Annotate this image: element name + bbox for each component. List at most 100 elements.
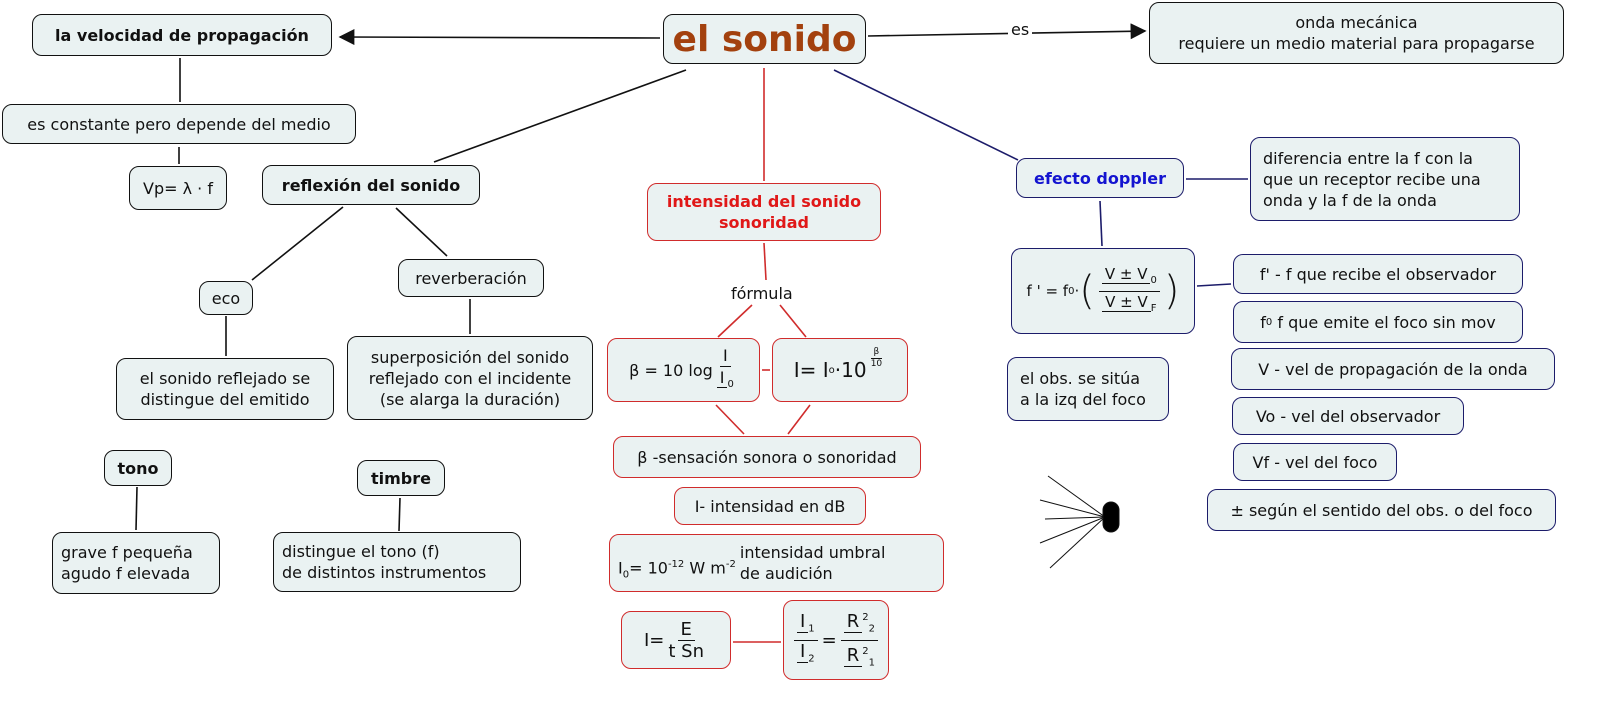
- node-tono[interactable]: tono: [104, 450, 172, 486]
- text: intensidad umbral: [739, 543, 886, 562]
- text: el obs. se sitúa: [1020, 369, 1141, 388]
- text: que un receptor recibe una: [1263, 169, 1481, 189]
- text: 10: [870, 359, 883, 369]
- paren: (: [1079, 267, 1095, 314]
- text: 1: [868, 657, 876, 669]
- node-timbre[interactable]: timbre: [357, 460, 445, 496]
- legend-fp[interactable]: f' - f que recibe el observador: [1233, 254, 1523, 294]
- text: E: [677, 619, 695, 641]
- legend-vo[interactable]: Vo - vel del observador: [1232, 397, 1464, 435]
- text: W m: [689, 558, 726, 578]
- text: sonoridad: [719, 213, 809, 232]
- text: onda y la f de la onda: [1263, 190, 1437, 210]
- text: R: [843, 610, 863, 633]
- node-timbre-desc[interactable]: distingue el tono (f) de distintos instru…: [273, 532, 521, 592]
- legend-pm[interactable]: ± según el sentido del obs. o del foco: [1207, 489, 1556, 531]
- text: 2: [862, 611, 869, 623]
- central-topic[interactable]: el sonido: [663, 14, 866, 64]
- text: V ± V: [1101, 264, 1151, 284]
- node-eco-desc[interactable]: el sonido reflejado se distingue del emit…: [116, 358, 334, 420]
- text: distingue el tono (f): [282, 542, 440, 561]
- text: (se alarga la duración): [379, 389, 561, 409]
- text: 0: [1265, 316, 1273, 328]
- text: f ' = f: [1026, 281, 1069, 300]
- paren: ): [1163, 267, 1180, 314]
- text: R: [843, 644, 863, 667]
- text: agudo f elevada: [61, 564, 191, 583]
- link-label-es: es: [1008, 20, 1033, 39]
- text: I= I: [793, 357, 829, 382]
- text: requiere un medio material para propagar…: [1178, 34, 1535, 53]
- node-intensidad[interactable]: intensidad del sonido sonoridad: [647, 183, 881, 241]
- text: ·10: [834, 357, 867, 382]
- text: distingue del emitido: [140, 390, 310, 409]
- node-reverberacion[interactable]: reverberación: [398, 259, 544, 297]
- node-onda[interactable]: onda mecánica requiere un medio material …: [1149, 2, 1564, 64]
- text: superposición del sonido: [370, 347, 570, 367]
- node-constante[interactable]: es constante pero depende del medio: [2, 104, 356, 144]
- node-sensacion[interactable]: β -sensación sonora o sonoridad: [613, 436, 921, 478]
- text: 2: [808, 653, 815, 665]
- text: onda mecánica: [1295, 13, 1418, 32]
- text: o: [828, 364, 835, 376]
- text: β = 10 log: [629, 360, 713, 380]
- text: 0: [1150, 274, 1157, 286]
- text: = 10: [629, 558, 668, 578]
- text: I=: [643, 629, 665, 651]
- text: V ± V: [1102, 292, 1151, 312]
- node-vp[interactable]: Vp= λ · f: [129, 166, 227, 210]
- legend-v[interactable]: V - vel de propagación de la onda: [1231, 348, 1555, 390]
- node-velocidad[interactable]: la velocidad de propagación: [32, 14, 332, 56]
- node-i-db[interactable]: I- intensidad en dB: [674, 487, 866, 525]
- text: I: [719, 345, 731, 367]
- text: 0: [1068, 285, 1075, 297]
- text: intensidad del sonido: [666, 192, 862, 211]
- text: 1: [808, 623, 815, 635]
- text: f: [1260, 312, 1266, 332]
- text: a la izq del foco: [1020, 390, 1146, 409]
- text: I: [618, 558, 623, 578]
- text: el sonido reflejado se: [139, 369, 311, 388]
- umbral-label: intensidad umbral de audición: [740, 542, 886, 584]
- speaker-icon: [1039, 475, 1120, 569]
- text: F: [1150, 302, 1157, 314]
- text: -2: [725, 559, 736, 571]
- node-doppler[interactable]: efecto doppler: [1016, 158, 1184, 198]
- text: I: [716, 367, 728, 388]
- text: de distintos instrumentos: [282, 563, 487, 582]
- umbral-formula: I0= 10-12 W m-2: [618, 554, 736, 586]
- text: β: [870, 347, 883, 359]
- node-obs[interactable]: el obs. se sitúa a la izq del foco: [1007, 357, 1169, 421]
- text: de audición: [739, 564, 833, 583]
- legend-vf[interactable]: Vf - vel del foco: [1233, 443, 1397, 481]
- text: 0: [622, 569, 630, 581]
- text: 2: [868, 623, 876, 635]
- text: reflejado con el incidente: [368, 368, 572, 388]
- text: t Sn: [668, 640, 704, 662]
- text: 2: [862, 645, 869, 657]
- text: diferencia entre la f con la: [1263, 148, 1473, 168]
- text: I: [796, 610, 809, 633]
- text: f que emite el foco sin mov: [1272, 312, 1496, 332]
- node-reflexion[interactable]: reflexión del sonido: [262, 165, 480, 205]
- text: -12: [667, 559, 685, 571]
- node-eco[interactable]: eco: [199, 281, 253, 315]
- text: I: [796, 640, 809, 663]
- text: 0: [727, 379, 734, 391]
